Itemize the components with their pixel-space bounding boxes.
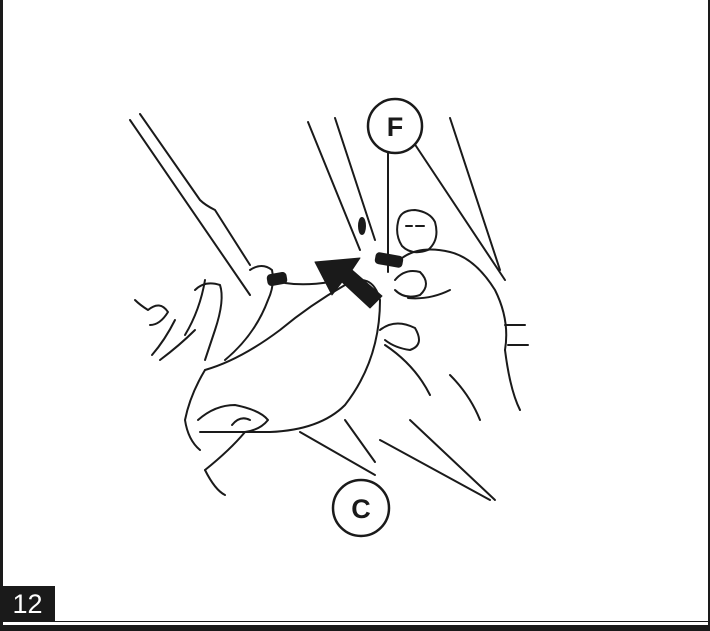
callout-f-label: F: [387, 112, 404, 142]
elastic-cord: [267, 273, 330, 286]
callout-c-label: C: [351, 494, 371, 524]
step-number-badge: 12: [0, 586, 55, 622]
center-frame-tube: [308, 118, 375, 250]
left-frame-tube: [130, 114, 250, 295]
right-frame-tube: [412, 118, 528, 345]
lower-frame-tube: [300, 420, 495, 500]
callout-f: F: [368, 99, 422, 153]
right-hand: [375, 210, 520, 420]
left-hand: [135, 266, 273, 495]
callout-c: C: [333, 480, 389, 536]
fabric-panel: [200, 280, 380, 432]
